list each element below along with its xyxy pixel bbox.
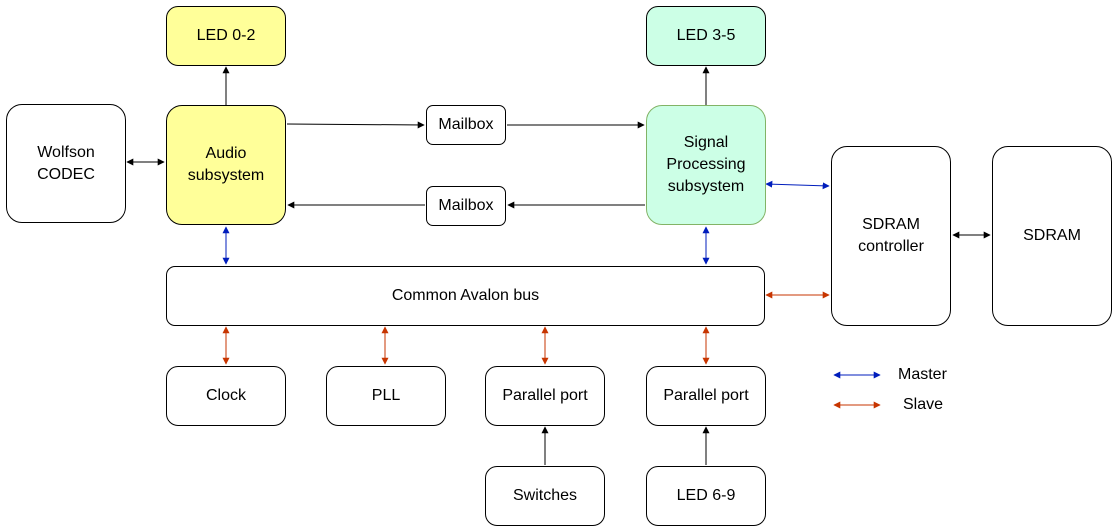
signal-sdram-master-arrow <box>765 180 830 190</box>
parallel-port-1-block: Parallel port <box>485 366 605 426</box>
audio-to-mailbox-arrow <box>286 121 425 129</box>
led-6-9-block: LED 6-9 <box>646 466 766 526</box>
audio-subsystem-block: Audio subsystem <box>166 105 286 225</box>
clock-block: Clock <box>166 366 286 426</box>
wolfson-codec-block: Wolfson CODEC <box>6 104 126 223</box>
mailbox-top-block: Mailbox <box>426 105 506 145</box>
switches-block: Switches <box>485 466 605 526</box>
parallel-port-2-block: Parallel port <box>646 366 766 426</box>
avalon-bus-block: Common Avalon bus <box>166 266 765 326</box>
sdram-controller-block: SDRAM controller <box>831 146 951 326</box>
pll-block: PLL <box>326 366 446 426</box>
legend-slave-label: Slave <box>903 396 944 413</box>
led-0-2-block: LED 0-2 <box>166 6 286 66</box>
mailbox-bottom-block: Mailbox <box>426 186 506 226</box>
sdram-block: SDRAM <box>992 146 1112 326</box>
led-3-5-block: LED 3-5 <box>646 6 766 66</box>
signal-processing-block: Signal Processing subsystem <box>646 105 766 225</box>
legend-master-label: Master <box>898 366 947 383</box>
